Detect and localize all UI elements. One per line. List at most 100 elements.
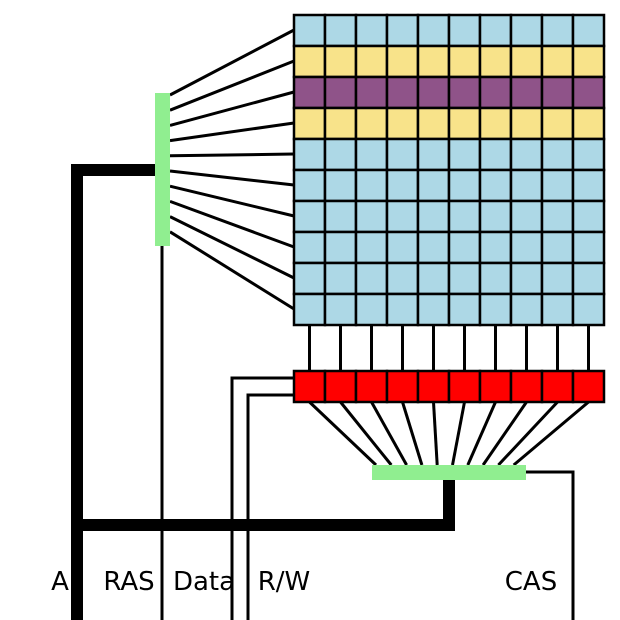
memory-cell xyxy=(509,13,544,48)
memory-cell xyxy=(354,106,389,141)
sense-amplifier xyxy=(447,369,482,404)
memory-cell xyxy=(292,137,327,172)
memory-cell xyxy=(509,199,544,234)
label-cas: CAS xyxy=(505,567,557,597)
memory-cell xyxy=(292,44,327,79)
memory-cell xyxy=(385,199,420,234)
column-select-line xyxy=(401,401,424,466)
memory-cell xyxy=(540,261,575,296)
memory-cell xyxy=(540,75,575,110)
memory-cell xyxy=(323,137,358,172)
word-line xyxy=(169,90,295,127)
sense-amplifier xyxy=(292,369,327,404)
memory-cell xyxy=(385,13,420,48)
memory-cell xyxy=(354,199,389,234)
memory-cell xyxy=(540,199,575,234)
cas-line xyxy=(526,470,575,620)
memory-cell xyxy=(385,292,420,327)
label-data: Data xyxy=(173,567,235,597)
memory-cell xyxy=(292,230,327,265)
memory-cell xyxy=(447,44,482,79)
memory-cell xyxy=(478,261,513,296)
data-line-outer xyxy=(230,376,294,620)
word-line xyxy=(169,230,295,311)
memory-cell xyxy=(571,199,606,234)
memory-cell xyxy=(323,199,358,234)
memory-cell xyxy=(292,199,327,234)
memory-cell xyxy=(447,199,482,234)
memory-cell xyxy=(354,137,389,172)
sense-amplifier xyxy=(509,369,544,404)
column-select-line xyxy=(451,401,466,466)
signal-lines xyxy=(71,28,590,620)
memory-cell xyxy=(447,13,482,48)
memory-cell xyxy=(540,137,575,172)
memory-cell xyxy=(354,44,389,79)
memory-cell xyxy=(354,168,389,203)
memory-cell xyxy=(385,168,420,203)
memory-cell xyxy=(540,168,575,203)
memory-cell xyxy=(571,168,606,203)
sense-amplifier xyxy=(323,369,358,404)
word-line xyxy=(169,121,295,143)
memory-cell xyxy=(416,106,451,141)
address-bus-to-column-decoder xyxy=(77,478,455,531)
memory-cell xyxy=(323,44,358,79)
memory-cell xyxy=(416,292,451,327)
memory-cell xyxy=(354,75,389,110)
memory-cell xyxy=(571,137,606,172)
column-decoder xyxy=(372,465,526,480)
memory-cell xyxy=(509,261,544,296)
memory-cell xyxy=(292,13,327,48)
memory-cell xyxy=(292,168,327,203)
memory-cell xyxy=(385,137,420,172)
memory-cell xyxy=(509,230,544,265)
memory-cell xyxy=(323,168,358,203)
memory-cell xyxy=(447,168,482,203)
memory-cell xyxy=(509,106,544,141)
data-line-inner xyxy=(246,393,294,620)
memory-cell xyxy=(509,168,544,203)
memory-cell xyxy=(478,199,513,234)
memory-cell xyxy=(323,230,358,265)
memory-cell xyxy=(571,13,606,48)
memory-cell xyxy=(416,199,451,234)
memory-cell xyxy=(478,106,513,141)
column-fan-lines xyxy=(308,400,590,467)
memory-cell xyxy=(509,137,544,172)
memory-cell xyxy=(571,230,606,265)
memory-cell xyxy=(478,168,513,203)
memory-cell xyxy=(354,230,389,265)
label-read-write: R/W xyxy=(258,567,311,597)
sense-amplifier xyxy=(478,369,513,404)
word-line xyxy=(169,59,295,112)
memory-cell xyxy=(478,230,513,265)
memory-cell xyxy=(571,75,606,110)
column-select-line xyxy=(432,401,439,466)
word-line xyxy=(169,215,295,280)
word-line xyxy=(169,199,295,249)
word-line xyxy=(169,184,295,218)
memory-cell xyxy=(478,137,513,172)
memory-cell xyxy=(447,75,482,110)
memory-cell xyxy=(416,230,451,265)
memory-cell xyxy=(292,106,327,141)
memory-cell xyxy=(447,292,482,327)
memory-cell xyxy=(416,168,451,203)
word-line xyxy=(169,169,295,187)
memory-cell xyxy=(354,292,389,327)
memory-cell xyxy=(416,44,451,79)
memory-cell-array xyxy=(292,13,606,327)
memory-cell xyxy=(416,75,451,110)
word-line xyxy=(169,152,295,158)
sense-amplifier xyxy=(354,369,389,404)
column-select-line xyxy=(512,400,590,467)
column-select-line xyxy=(308,400,378,467)
sense-amplifier xyxy=(385,369,420,404)
memory-cell xyxy=(292,292,327,327)
memory-cell xyxy=(385,106,420,141)
memory-cell xyxy=(385,75,420,110)
memory-cell xyxy=(571,44,606,79)
memory-cell xyxy=(323,292,358,327)
memory-cell xyxy=(571,106,606,141)
